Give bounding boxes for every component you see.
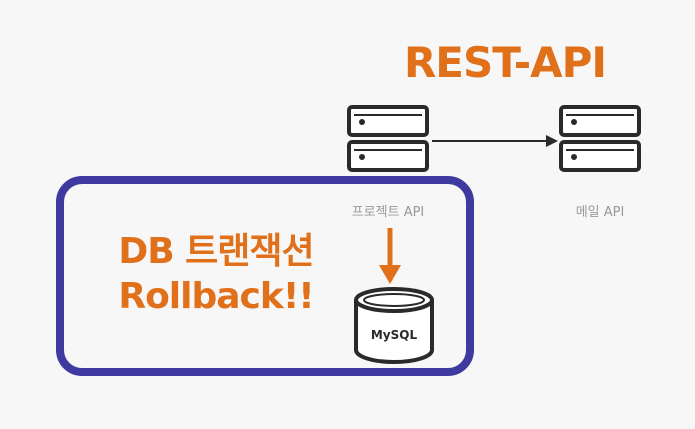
callout-line-1: DB 트랜잭션 (118, 231, 314, 272)
mail-api-label: 메일 API (575, 205, 625, 220)
project-api-label: 프로젝트 API (351, 205, 425, 220)
rollback-callout-frame (56, 176, 474, 376)
rest-api-title: REST-API (403, 38, 607, 87)
mail-api-server-icon (559, 105, 641, 172)
project-api-server-icon (347, 105, 429, 172)
mysql-label: MySQL (370, 328, 418, 342)
rollback-arrow-head (379, 265, 401, 284)
callout-line-2: Rollback!! (118, 276, 314, 317)
request-arrow-head (546, 135, 558, 147)
mysql-database-icon (354, 287, 434, 364)
